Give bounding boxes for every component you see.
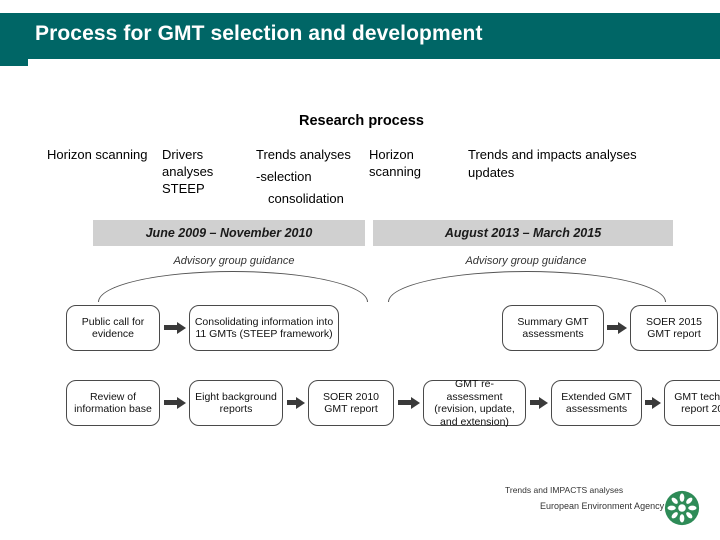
arrow-shaft <box>398 400 411 405</box>
arrow-review-to-reports <box>164 396 186 409</box>
advisory-arc-left <box>98 271 368 302</box>
arrow-shaft <box>164 400 177 405</box>
timeline-band-left: June 2009 – November 2010 <box>93 220 365 246</box>
node-label: Eight background reports <box>195 390 277 416</box>
column-label-text: Trends and impacts analyses <box>468 147 637 162</box>
arrow-head <box>296 396 305 409</box>
footer-note: Trends and IMPACTS analyses <box>505 485 624 495</box>
eea-logo-icon <box>664 490 700 526</box>
column-sub-text: updates <box>468 165 515 180</box>
arrow-head <box>177 321 186 334</box>
column-label-drivers-analyses: Drivers analyses STEEP <box>162 146 252 197</box>
node-label: Extended GMT assessments <box>561 390 632 416</box>
advisory-arc-right <box>388 271 666 302</box>
node-soer-2010-gmt-report: SOER 2010 GMT report <box>308 380 394 426</box>
node-consolidating-info: Consolidating information into 11 GMTs (… <box>189 305 339 351</box>
arrow-head <box>539 396 548 409</box>
arrow-reassessment-to-extended <box>530 396 548 409</box>
arrow-public-call-to-consolidating <box>164 321 186 334</box>
process-diagram: June 2009 – November 2010 August 2013 – … <box>36 213 720 444</box>
node-eight-background-reports: Eight background reports <box>189 380 283 426</box>
node-review-info-base: Review of information base <box>66 380 160 426</box>
footer-brand-text: European Environment Agency <box>540 501 665 511</box>
node-label: SOER 2010 GMT report <box>322 390 380 416</box>
timeline-band-right: August 2013 – March 2015 <box>373 220 673 246</box>
node-label: SOER 2015 GMT report <box>645 315 703 341</box>
arrow-shaft <box>287 400 296 405</box>
column-sub-text-2: consolidation <box>268 191 344 206</box>
column-label-trends-analyses: Trends analyses -selection consolidation <box>256 146 366 207</box>
title-accent-block <box>0 59 28 66</box>
arrow-shaft <box>530 400 539 405</box>
column-label-trends-impacts-analyses: Trends and impacts analyses updates <box>468 146 703 181</box>
arrow-soer2010-to-reassessment <box>398 396 420 409</box>
advisory-group-guidance-left: Advisory group guidance <box>173 255 295 267</box>
arrow-head <box>618 321 627 334</box>
column-label-horizon-scanning-1: Horizon scanning <box>47 146 152 163</box>
arrow-head <box>652 396 661 409</box>
node-label: Public call for evidence <box>81 315 145 341</box>
node-summary-gmt-assessments: Summary GMT assessments <box>502 305 604 351</box>
page-title: Process for GMT selection and developmen… <box>35 22 483 45</box>
arrow-head <box>411 396 420 409</box>
column-label-text: Horizon scanning <box>369 147 422 179</box>
node-label: GMT technical report 2015 <box>674 390 720 416</box>
column-label-text: Drivers analyses STEEP <box>162 147 214 196</box>
title-bar <box>0 13 720 59</box>
node-gmt-re-assessment: GMT re-assessment (revision, update, and… <box>423 378 526 428</box>
arrow-reports-to-soer2010 <box>287 396 305 409</box>
column-label-text: Trends analyses <box>256 147 351 162</box>
arrow-extended-to-technical-report <box>645 396 661 409</box>
node-soer-2015-gmt-report: SOER 2015 GMT report <box>630 305 718 351</box>
node-label: Review of information base <box>74 390 152 416</box>
node-label: Summary GMT assessments <box>517 315 589 341</box>
node-gmt-technical-report-2015: GMT technical report 2015 <box>664 380 720 426</box>
arrow-summary-to-soer2015 <box>607 321 627 334</box>
node-label: GMT re-assessment (revision, update, and… <box>434 378 515 428</box>
arrow-head <box>177 396 186 409</box>
arrow-shaft <box>164 325 177 330</box>
arrow-shaft <box>607 325 618 330</box>
node-label: Consolidating information into 11 GMTs (… <box>194 315 334 341</box>
node-public-call: Public call for evidence <box>66 305 160 351</box>
research-process-heading: Research process <box>299 113 424 129</box>
advisory-group-guidance-right: Advisory group guidance <box>465 255 587 267</box>
arrow-shaft <box>645 400 652 405</box>
column-label-text: Horizon scanning <box>47 147 148 162</box>
node-extended-gmt-assessments: Extended GMT assessments <box>551 380 642 426</box>
column-label-horizon-scanning-2: Horizon scanning <box>369 146 464 180</box>
column-sub-text: -selection <box>256 169 312 184</box>
